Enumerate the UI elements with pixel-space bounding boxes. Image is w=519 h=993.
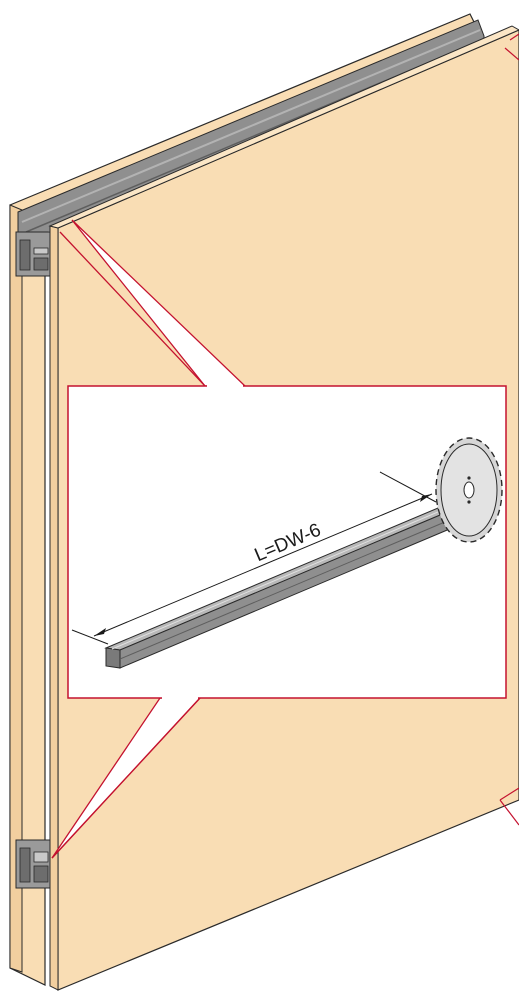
back-panel-edge (9, 204, 23, 973)
top-rail-end-profile (15, 231, 53, 277)
cut-rail (104, 507, 454, 669)
front-panel-top-edge (48, 25, 519, 229)
saw-blade-icon (435, 437, 503, 543)
callout-edge-right-bottom (499, 787, 519, 826)
callout-edge-right-top (504, 33, 519, 61)
cut-rail-front (105, 647, 121, 669)
bottom-rail-end-profile (15, 839, 53, 889)
top-rail-groove-1 (21, 29, 481, 223)
front-panel-left-edge (49, 225, 59, 991)
